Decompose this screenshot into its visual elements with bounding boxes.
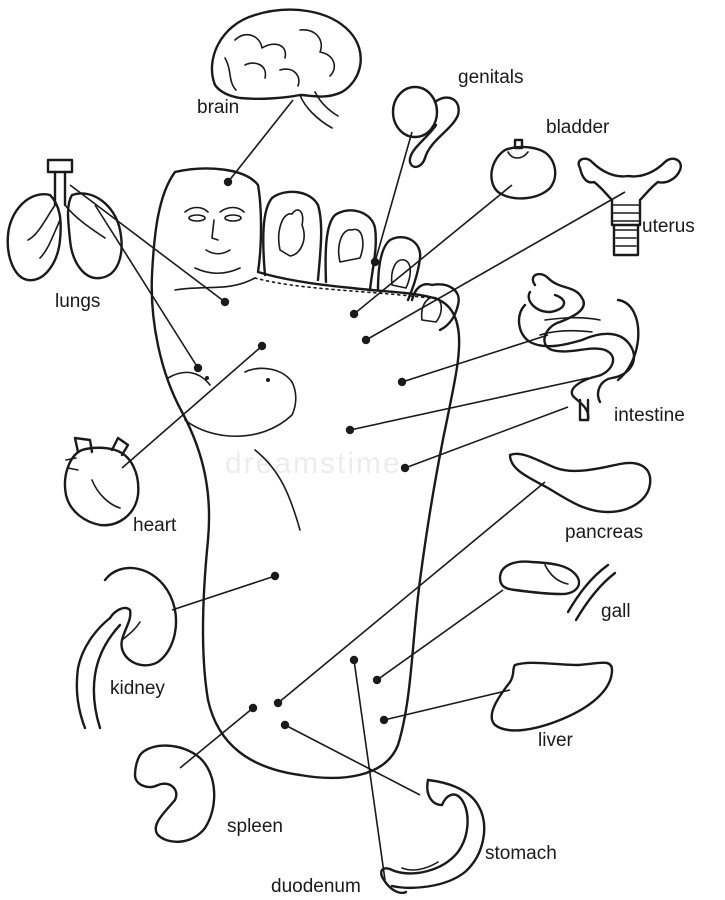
- brain-icon: [210, 8, 362, 129]
- intestine-icon: [517, 272, 640, 422]
- kidney-icon: [75, 566, 178, 730]
- leader-genitals: [374, 131, 413, 263]
- leader-spleen: [179, 707, 254, 769]
- leader-kidney: [171, 575, 276, 611]
- leader-brain: [227, 99, 294, 183]
- label-bladder: bladder: [546, 117, 610, 138]
- point-gall: [372, 675, 382, 685]
- label-kidney: kidney: [110, 678, 165, 699]
- spleen-icon: [133, 744, 216, 843]
- point-bladder: [349, 309, 359, 319]
- leader-heart: [121, 345, 263, 469]
- leader-stomach: [284, 724, 421, 796]
- label-lungs: lungs: [55, 291, 101, 312]
- watermark: dreamstime: [225, 447, 402, 480]
- point-intestine-3: [400, 463, 410, 473]
- label-duodenum: duodenum: [271, 876, 361, 897]
- point-intestine-1: [397, 377, 407, 387]
- liver-icon: [490, 661, 614, 732]
- label-gall: gall: [601, 601, 631, 622]
- label-genitals: genitals: [458, 67, 524, 88]
- label-uterus: uterus: [642, 216, 695, 237]
- point-heart: [257, 341, 267, 351]
- point-uterus: [361, 335, 371, 345]
- lungs-icon: [6, 158, 123, 282]
- heart-icon: [63, 436, 140, 527]
- point-lungs-2: [193, 363, 203, 373]
- leader-pancreas: [277, 481, 546, 704]
- big-toe-face: [184, 206, 245, 275]
- bladder-icon: [490, 138, 557, 200]
- stomach-icon: [380, 778, 486, 894]
- leader-uterus: [365, 191, 626, 341]
- reflex-points: [193, 177, 410, 730]
- point-genitals: [370, 257, 380, 267]
- foot-outline: [150, 167, 461, 780]
- point-kidney: [270, 571, 280, 581]
- uterus-icon: [577, 157, 682, 257]
- label-spleen: spleen: [227, 816, 283, 837]
- point-stomach: [280, 720, 290, 730]
- label-intestine: intestine: [614, 405, 685, 426]
- point-brain: [223, 177, 233, 187]
- point-liver: [379, 715, 389, 725]
- label-pancreas: pancreas: [565, 522, 644, 543]
- point-intestine-2: [345, 425, 355, 435]
- leader-intestine-3: [404, 406, 569, 469]
- small-toes: [262, 190, 460, 332]
- genitals-icon: [391, 85, 460, 169]
- leader-intestine-2: [349, 377, 589, 431]
- leader-gall: [376, 589, 504, 681]
- label-liver: liver: [538, 730, 573, 751]
- point-spleen: [248, 703, 258, 713]
- leader-lines: [69, 99, 626, 881]
- label-brain: brain: [197, 97, 240, 118]
- point-duodenum: [349, 655, 359, 665]
- point-pancreas: [273, 698, 283, 708]
- leader-liver: [383, 689, 511, 721]
- leader-lungs-1: [69, 184, 226, 303]
- pancreas-icon: [508, 452, 652, 514]
- label-stomach: stomach: [485, 843, 557, 864]
- point-lungs-1: [220, 297, 230, 307]
- leader-lungs-2: [94, 204, 199, 369]
- leader-duodenum: [353, 659, 386, 881]
- label-heart: heart: [133, 515, 177, 536]
- leader-bladder: [353, 184, 513, 315]
- leader-intestine-1: [401, 334, 549, 383]
- gall-icon: [498, 560, 617, 622]
